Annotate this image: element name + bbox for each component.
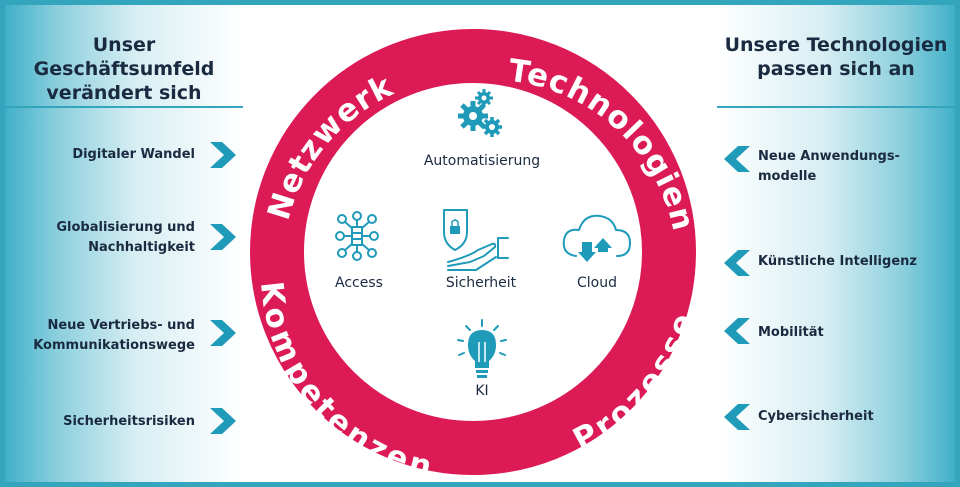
label-ki: KI [475, 383, 488, 399]
left-item-vertriebswege: Neue Vertriebs- und Kommunikationswege [5, 316, 195, 356]
gears-icon [458, 89, 502, 137]
left-divider [5, 106, 243, 108]
network-hub-icon [335, 211, 379, 261]
chevron-right-icon [210, 142, 236, 168]
label-access: Access [335, 275, 383, 291]
right-item-label: Künstliche Intelligenz [758, 254, 917, 269]
left-item-label: Sicherheitsrisiken [63, 414, 195, 429]
right-item-ki: Künstliche Intelligenz [758, 252, 958, 272]
right-panel: Unsere Technologien passen sich an [717, 5, 955, 482]
right-item-anwendungsmodelle: Neue Anwendungs- modelle [758, 147, 958, 187]
left-item-label: Digitaler Wandel [72, 147, 195, 162]
chevron-left-icon [724, 146, 750, 172]
right-item-mobilitaet: Mobilität [758, 323, 958, 343]
right-heading: Unsere Technologien passen sich an [717, 33, 955, 81]
chevron-left-icon [724, 404, 750, 430]
right-heading-line2: passen sich an [757, 58, 915, 80]
left-item-digitaler-wandel: Digitaler Wandel [5, 145, 195, 165]
left-item-label-line2: Kommunikationswege [33, 338, 195, 353]
left-item-label: Neue Vertriebs- und [47, 318, 195, 333]
right-heading-line1: Unsere Technologien [724, 34, 948, 56]
right-divider [717, 106, 955, 108]
left-item-sicherheitsrisiken: Sicherheitsrisiken [5, 412, 195, 432]
chevron-left-icon [724, 318, 750, 344]
lightbulb-icon [457, 319, 507, 378]
chevron-right-icon [210, 224, 236, 250]
left-heading: Unser Geschäftsumfeld verändert sich [5, 33, 243, 105]
right-item-label: Mobilität [758, 325, 824, 340]
label-sicherheit: Sicherheit [446, 275, 517, 291]
right-item-label: Neue Anwendungs- [758, 149, 900, 164]
right-item-label: Cybersicherheit [758, 409, 874, 424]
left-heading-line1: Unser Geschäftsumfeld [33, 34, 215, 80]
right-item-cybersicherheit: Cybersicherheit [758, 407, 958, 427]
left-heading-line2: verändert sich [46, 82, 202, 104]
shield-lock-hand-icon [443, 209, 509, 271]
right-item-label-line2: modelle [758, 169, 817, 184]
left-panel: Unser Geschäftsumfeld verändert sich [5, 5, 243, 482]
cloud-sync-icon [562, 214, 631, 262]
chevron-left-icon [724, 250, 750, 276]
chevron-right-icon [210, 408, 236, 434]
left-item-globalisierung: Globalisierung und Nachhaltigkeit [5, 218, 195, 258]
label-automatisierung: Automatisierung [424, 153, 540, 169]
label-cloud: Cloud [577, 275, 617, 291]
ring [250, 29, 696, 475]
chevron-right-icon [210, 320, 236, 346]
left-item-label-line2: Nachhaltigkeit [88, 240, 195, 255]
left-item-label: Globalisierung und [56, 220, 195, 235]
